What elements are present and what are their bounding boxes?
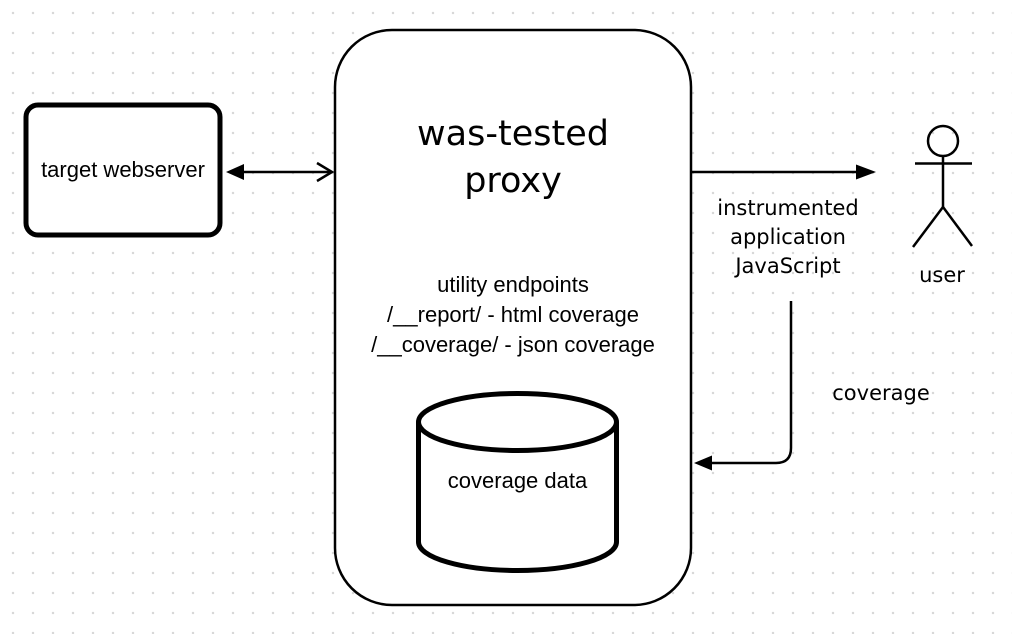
database-cylinder bbox=[416, 391, 619, 573]
proxy-title-line-2: proxy bbox=[464, 161, 562, 201]
arrowhead-open-right bbox=[316, 161, 335, 183]
endpoint-report: /__report/ - html coverage bbox=[387, 302, 639, 327]
arrow-user-proxy-coverage bbox=[694, 301, 793, 471]
arrow-proxy-user bbox=[692, 164, 876, 180]
edge-label-line-3: JavaScript bbox=[735, 254, 841, 278]
target-webserver-box bbox=[23, 102, 223, 238]
proxy-utility-endpoints: utility endpoints /__report/ - html cove… bbox=[334, 270, 692, 360]
arrow-webserver-proxy bbox=[226, 161, 335, 183]
target-webserver-label: target webserver bbox=[41, 157, 205, 182]
coverage-edge-label: coverage bbox=[832, 381, 930, 405]
arrowhead-filled-coverage bbox=[694, 455, 712, 471]
edge-label-line-2: application bbox=[730, 225, 846, 249]
endpoint-coverage: /__coverage/ - json coverage bbox=[371, 332, 655, 357]
proxy-title-line-1: was-tested bbox=[417, 114, 609, 154]
proxy-user-edge-label: instrumented application JavaScript bbox=[688, 194, 888, 281]
arrowhead-filled-left bbox=[226, 164, 244, 180]
endpoints-heading: utility endpoints bbox=[437, 272, 589, 297]
proxy-title: was-tested proxy bbox=[334, 111, 692, 205]
coverage-data-label: coverage data bbox=[447, 468, 588, 493]
arrowhead-filled-right bbox=[856, 164, 876, 180]
user-stick-figure-icon bbox=[912, 124, 974, 248]
edge-label-line-1: instrumented bbox=[717, 196, 859, 220]
user-label: user bbox=[919, 263, 965, 287]
